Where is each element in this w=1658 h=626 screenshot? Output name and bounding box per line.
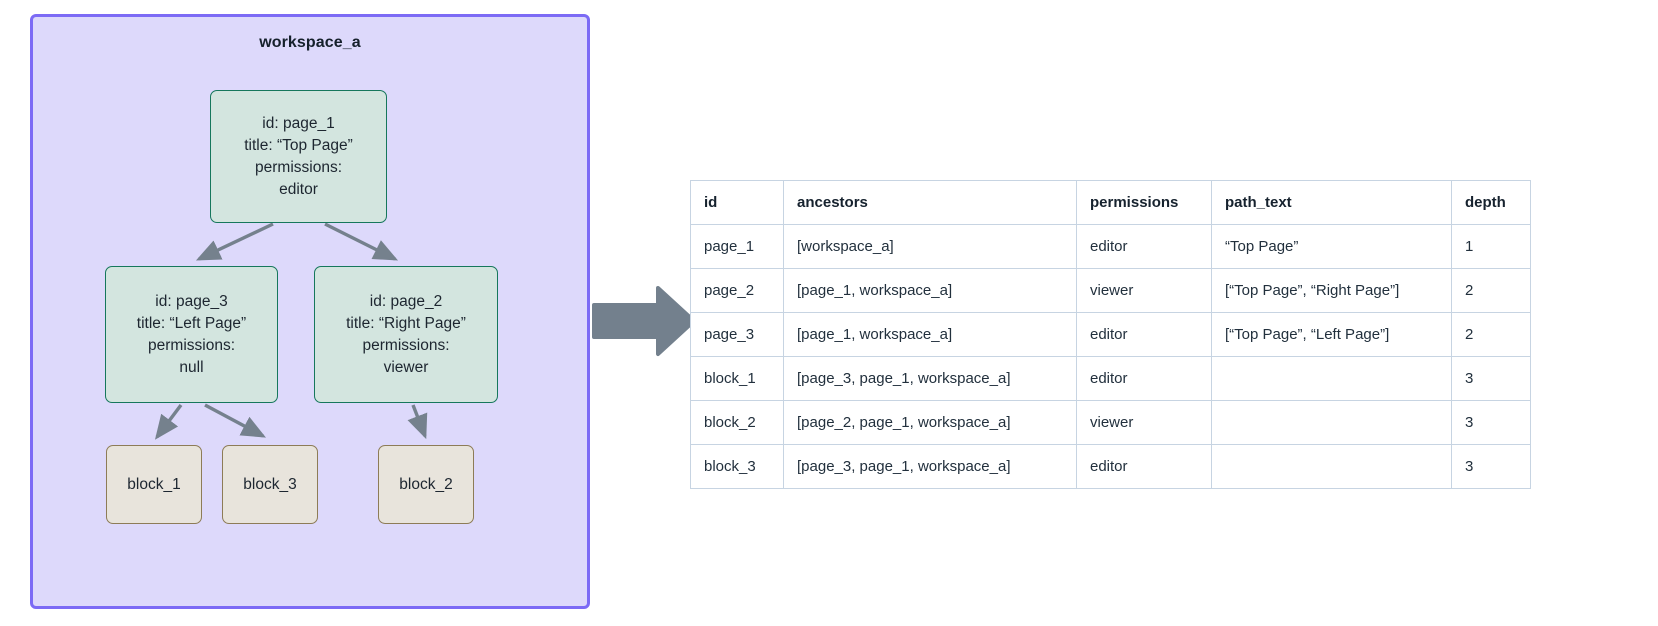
node-block_3-label: block_3 bbox=[243, 475, 297, 493]
cell-ancestors: [page_1, workspace_a] bbox=[783, 268, 1077, 313]
column-header-id: id bbox=[690, 180, 784, 225]
node-block_1-label: block_1 bbox=[127, 475, 181, 493]
edge-page_1-page_3 bbox=[195, 222, 274, 261]
table-row: page_3 [page_1, workspace_a] editor [“To… bbox=[690, 312, 1531, 357]
node-page_2-line-1: title: “Right Page” bbox=[346, 314, 466, 332]
right-block-arrow-icon bbox=[592, 286, 696, 356]
cell-ancestors: [page_3, page_1, workspace_a] bbox=[783, 444, 1077, 489]
cell-path_text bbox=[1211, 400, 1452, 445]
edge-page_3-block_3 bbox=[204, 403, 266, 438]
cell-path_text: [“Top Page”, “Left Page”] bbox=[1211, 312, 1452, 357]
cell-path_text bbox=[1211, 356, 1452, 401]
node-page_2-line-0: id: page_2 bbox=[369, 292, 443, 310]
cell-id: block_2 bbox=[690, 400, 784, 445]
node-page_1-line-1: title: “Top Page” bbox=[244, 136, 353, 154]
result-table: id ancestors permissions path_text depth… bbox=[690, 180, 1531, 489]
column-header-ancestors: ancestors bbox=[783, 180, 1077, 225]
node-page_3-line-0: id: page_3 bbox=[155, 292, 228, 310]
node-page_1-line-3: editor bbox=[279, 180, 318, 198]
cell-path_text: “Top Page” bbox=[1211, 224, 1452, 269]
node-page_3-line-3: null bbox=[179, 358, 204, 376]
cell-id: page_1 bbox=[690, 224, 784, 269]
cell-permissions: editor bbox=[1076, 444, 1212, 489]
cell-ancestors: [page_1, workspace_a] bbox=[783, 312, 1077, 357]
node-block_3[interactable]: block_3 bbox=[222, 445, 318, 524]
workspace-title: workspace_a bbox=[259, 34, 361, 51]
node-page_3-line-1: title: “Left Page” bbox=[136, 314, 247, 332]
cell-id: page_2 bbox=[690, 268, 784, 313]
cell-permissions: viewer bbox=[1076, 268, 1212, 313]
cell-path_text bbox=[1211, 444, 1452, 489]
cell-ancestors: [page_3, page_1, workspace_a] bbox=[783, 356, 1077, 401]
node-page_1[interactable]: id: page_1 title: “Top Page” permissions… bbox=[210, 90, 387, 223]
result-table-wrapper: id ancestors permissions path_text depth… bbox=[690, 180, 1531, 489]
edge-page_3-block_1 bbox=[154, 403, 183, 440]
edge-page_1-page_2 bbox=[324, 222, 399, 261]
node-page_3-line-2: permissions: bbox=[148, 336, 235, 354]
workspace-container: workspace_a id: page_1 title: “Top Page”… bbox=[30, 14, 590, 609]
cell-depth: 3 bbox=[1451, 356, 1531, 401]
node-block_2-label: block_2 bbox=[399, 475, 453, 493]
node-page_2-line-3: viewer bbox=[383, 358, 429, 376]
table-row: page_2 [page_1, workspace_a] viewer [“To… bbox=[690, 268, 1531, 313]
column-header-depth: depth bbox=[1451, 180, 1531, 225]
table-row: block_1 [page_3, page_1, workspace_a] ed… bbox=[690, 356, 1531, 401]
table-row: block_3 [page_3, page_1, workspace_a] ed… bbox=[690, 444, 1531, 489]
cell-depth: 1 bbox=[1451, 224, 1531, 269]
table-header-row: id ancestors permissions path_text depth bbox=[690, 180, 1531, 225]
cell-permissions: editor bbox=[1076, 312, 1212, 357]
table-row: page_1 [workspace_a] editor “Top Page” 1 bbox=[690, 224, 1531, 269]
cell-id: page_3 bbox=[690, 312, 784, 357]
cell-depth: 3 bbox=[1451, 400, 1531, 445]
table-row: block_2 [page_2, page_1, workspace_a] vi… bbox=[690, 400, 1531, 445]
column-header-path_text: path_text bbox=[1211, 180, 1452, 225]
node-page_1-line-2: permissions: bbox=[255, 158, 342, 176]
node-block_1[interactable]: block_1 bbox=[106, 445, 202, 524]
cell-depth: 3 bbox=[1451, 444, 1531, 489]
cell-permissions: viewer bbox=[1076, 400, 1212, 445]
node-page_3[interactable]: id: page_3 title: “Left Page” permission… bbox=[105, 266, 278, 403]
cell-ancestors: [workspace_a] bbox=[783, 224, 1077, 269]
node-page_2-line-2: permissions: bbox=[362, 336, 450, 354]
node-page_2[interactable]: id: page_2 title: “Right Page” permissio… bbox=[314, 266, 498, 403]
cell-depth: 2 bbox=[1451, 268, 1531, 313]
cell-ancestors: [page_2, page_1, workspace_a] bbox=[783, 400, 1077, 445]
cell-depth: 2 bbox=[1451, 312, 1531, 357]
cell-permissions: editor bbox=[1076, 356, 1212, 401]
cell-path_text: [“Top Page”, “Right Page”] bbox=[1211, 268, 1452, 313]
cell-id: block_3 bbox=[690, 444, 784, 489]
cell-permissions: editor bbox=[1076, 224, 1212, 269]
column-header-permissions: permissions bbox=[1076, 180, 1212, 225]
node-block_2[interactable]: block_2 bbox=[378, 445, 474, 524]
cell-id: block_1 bbox=[690, 356, 784, 401]
edge-page_2-block_2 bbox=[407, 404, 428, 440]
node-page_1-line-0: id: page_1 bbox=[262, 114, 335, 132]
